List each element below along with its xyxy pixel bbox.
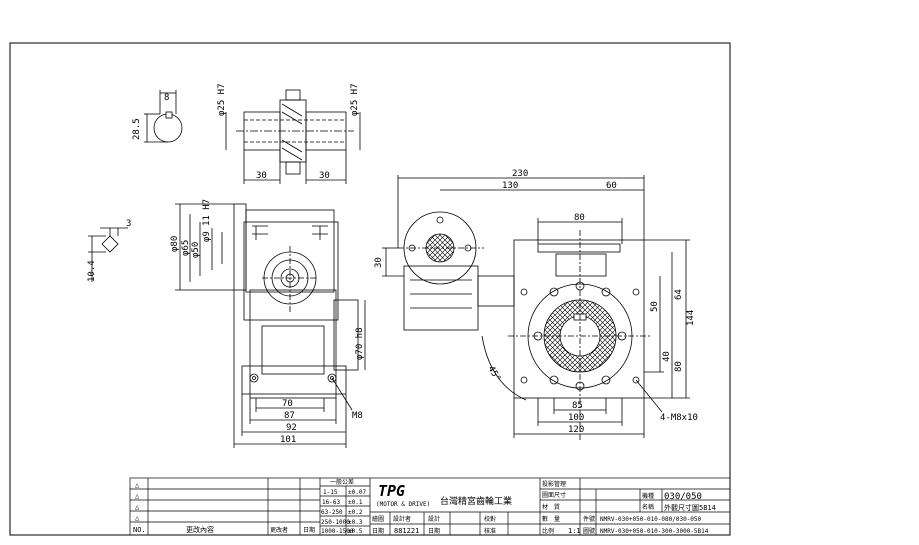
part-no-label: 件號 (583, 515, 595, 523)
tolerance-value-5: ±0.5 (348, 528, 363, 535)
side-bolt-label: M8 (352, 411, 363, 421)
front-holes-label: 4-M8x10 (660, 413, 698, 423)
front-w-85: 85 (572, 401, 583, 411)
unit-label: 圖面尺寸 (542, 491, 566, 499)
drafter-label: 繪圖 (372, 515, 384, 523)
model-label: 機種 (642, 492, 654, 500)
front-h-30: 30 (374, 257, 384, 268)
side-d-65: φ65 (181, 240, 191, 256)
front-w-80: 80 (574, 213, 585, 223)
tolerance-value-2: ±0.1 (348, 499, 363, 506)
input-key-detail (88, 227, 128, 282)
date-label-2: 日期 (372, 527, 384, 535)
quantity-label: 數 量 (542, 515, 560, 523)
projection-label: 投影管理 (542, 480, 566, 488)
tolerance-range-3: 63-250 (321, 509, 343, 516)
tolerance-range-4: 250-1000 (321, 519, 350, 526)
front-w-60: 60 (606, 181, 617, 191)
tolerance-value-1: ±0.07 (348, 489, 366, 496)
tolerance-range-5: 1000-1500 (321, 528, 354, 535)
name-value: 外觀尺寸圖5B14 (664, 503, 716, 512)
side-d-11h7: 11 H7 (202, 199, 212, 226)
scale-label: 比例 (542, 527, 554, 535)
shaft-bore-right: φ25 H7 (350, 83, 360, 116)
part-no-value: NMRV-030+050-010-080/030-050 (600, 516, 702, 523)
company-logo: TPG (378, 482, 405, 500)
shaft-key-height: 28.5 (132, 118, 142, 140)
front-w-120: 120 (568, 425, 584, 435)
scale-value: 1:1 (568, 527, 581, 535)
drawing-no-label: 圖號 (583, 527, 595, 535)
front-h-64: 64 (674, 289, 684, 300)
designer-label: 設計者 (393, 515, 411, 523)
tolerance-value-4: ±0.3 (348, 519, 363, 526)
revision-mark-4: △ (135, 514, 140, 522)
shaft-length-right: 30 (319, 171, 330, 181)
tolerance-title: 一般公差 (330, 478, 354, 486)
input-key-width: 3 (126, 219, 131, 229)
shaft-length-left: 30 (256, 171, 267, 181)
side-d-50: φ50 (191, 242, 201, 258)
front-angle: 45° (485, 365, 502, 384)
drawing-border (9, 42, 731, 536)
drawing-no-value: NMRV-030+050-010-300-3000-5B14 (600, 528, 709, 535)
tolerance-range-2: 16-63 (322, 499, 340, 506)
front-h-80: 80 (674, 361, 684, 372)
side-w-87: 87 (284, 411, 295, 421)
front-h-40: 40 (662, 351, 672, 362)
title-block (129, 477, 731, 536)
change-person-label: 更改者 (270, 526, 288, 534)
revision-mark-1: △ (135, 481, 140, 489)
side-d-70h8: φ70 h8 (355, 327, 365, 360)
side-w-101: 101 (280, 435, 296, 445)
company-logo-sub: (MOTOR & DRIVE) (376, 501, 430, 508)
output-shaft-detail (144, 89, 361, 184)
revision-no-label: NO. (133, 526, 146, 534)
date-label-3: 日期 (428, 527, 440, 535)
approve-label: 核准 (484, 527, 496, 535)
side-d-9: φ9 (202, 231, 212, 242)
shaft-bore-left: φ25 H7 (217, 83, 227, 116)
revision-mark-2: △ (135, 492, 140, 500)
front-view (382, 175, 690, 440)
front-w-230: 230 (512, 169, 528, 179)
side-view (175, 203, 366, 448)
shaft-key-width: 8 (164, 93, 169, 103)
front-w-100: 100 (568, 413, 584, 423)
front-h-50: 50 (650, 301, 660, 312)
company-name: 台灣精宮齒輪工業 (440, 495, 512, 507)
check-label: 校對 (484, 515, 496, 523)
front-h-144: 144 (686, 310, 696, 326)
material-label: 材 質 (542, 503, 560, 511)
name-label: 名稱 (642, 503, 654, 511)
front-w-130: 130 (502, 181, 518, 191)
input-key-height: 10.4 (87, 260, 97, 282)
side-d-outer: φ80 (170, 236, 180, 252)
side-w-70: 70 (282, 399, 293, 409)
design-date: 881221 (394, 527, 419, 535)
change-content-label: 更改內容 (186, 525, 214, 534)
tolerance-value-3: ±0.2 (348, 509, 363, 516)
revision-mark-3: △ (135, 503, 140, 511)
design-label: 設計 (428, 515, 440, 523)
model-value: 030/050 (664, 492, 702, 502)
tolerance-range-1: 1-15 (323, 489, 338, 496)
side-w-92: 92 (286, 423, 297, 433)
change-date-label: 日期 (303, 526, 315, 534)
